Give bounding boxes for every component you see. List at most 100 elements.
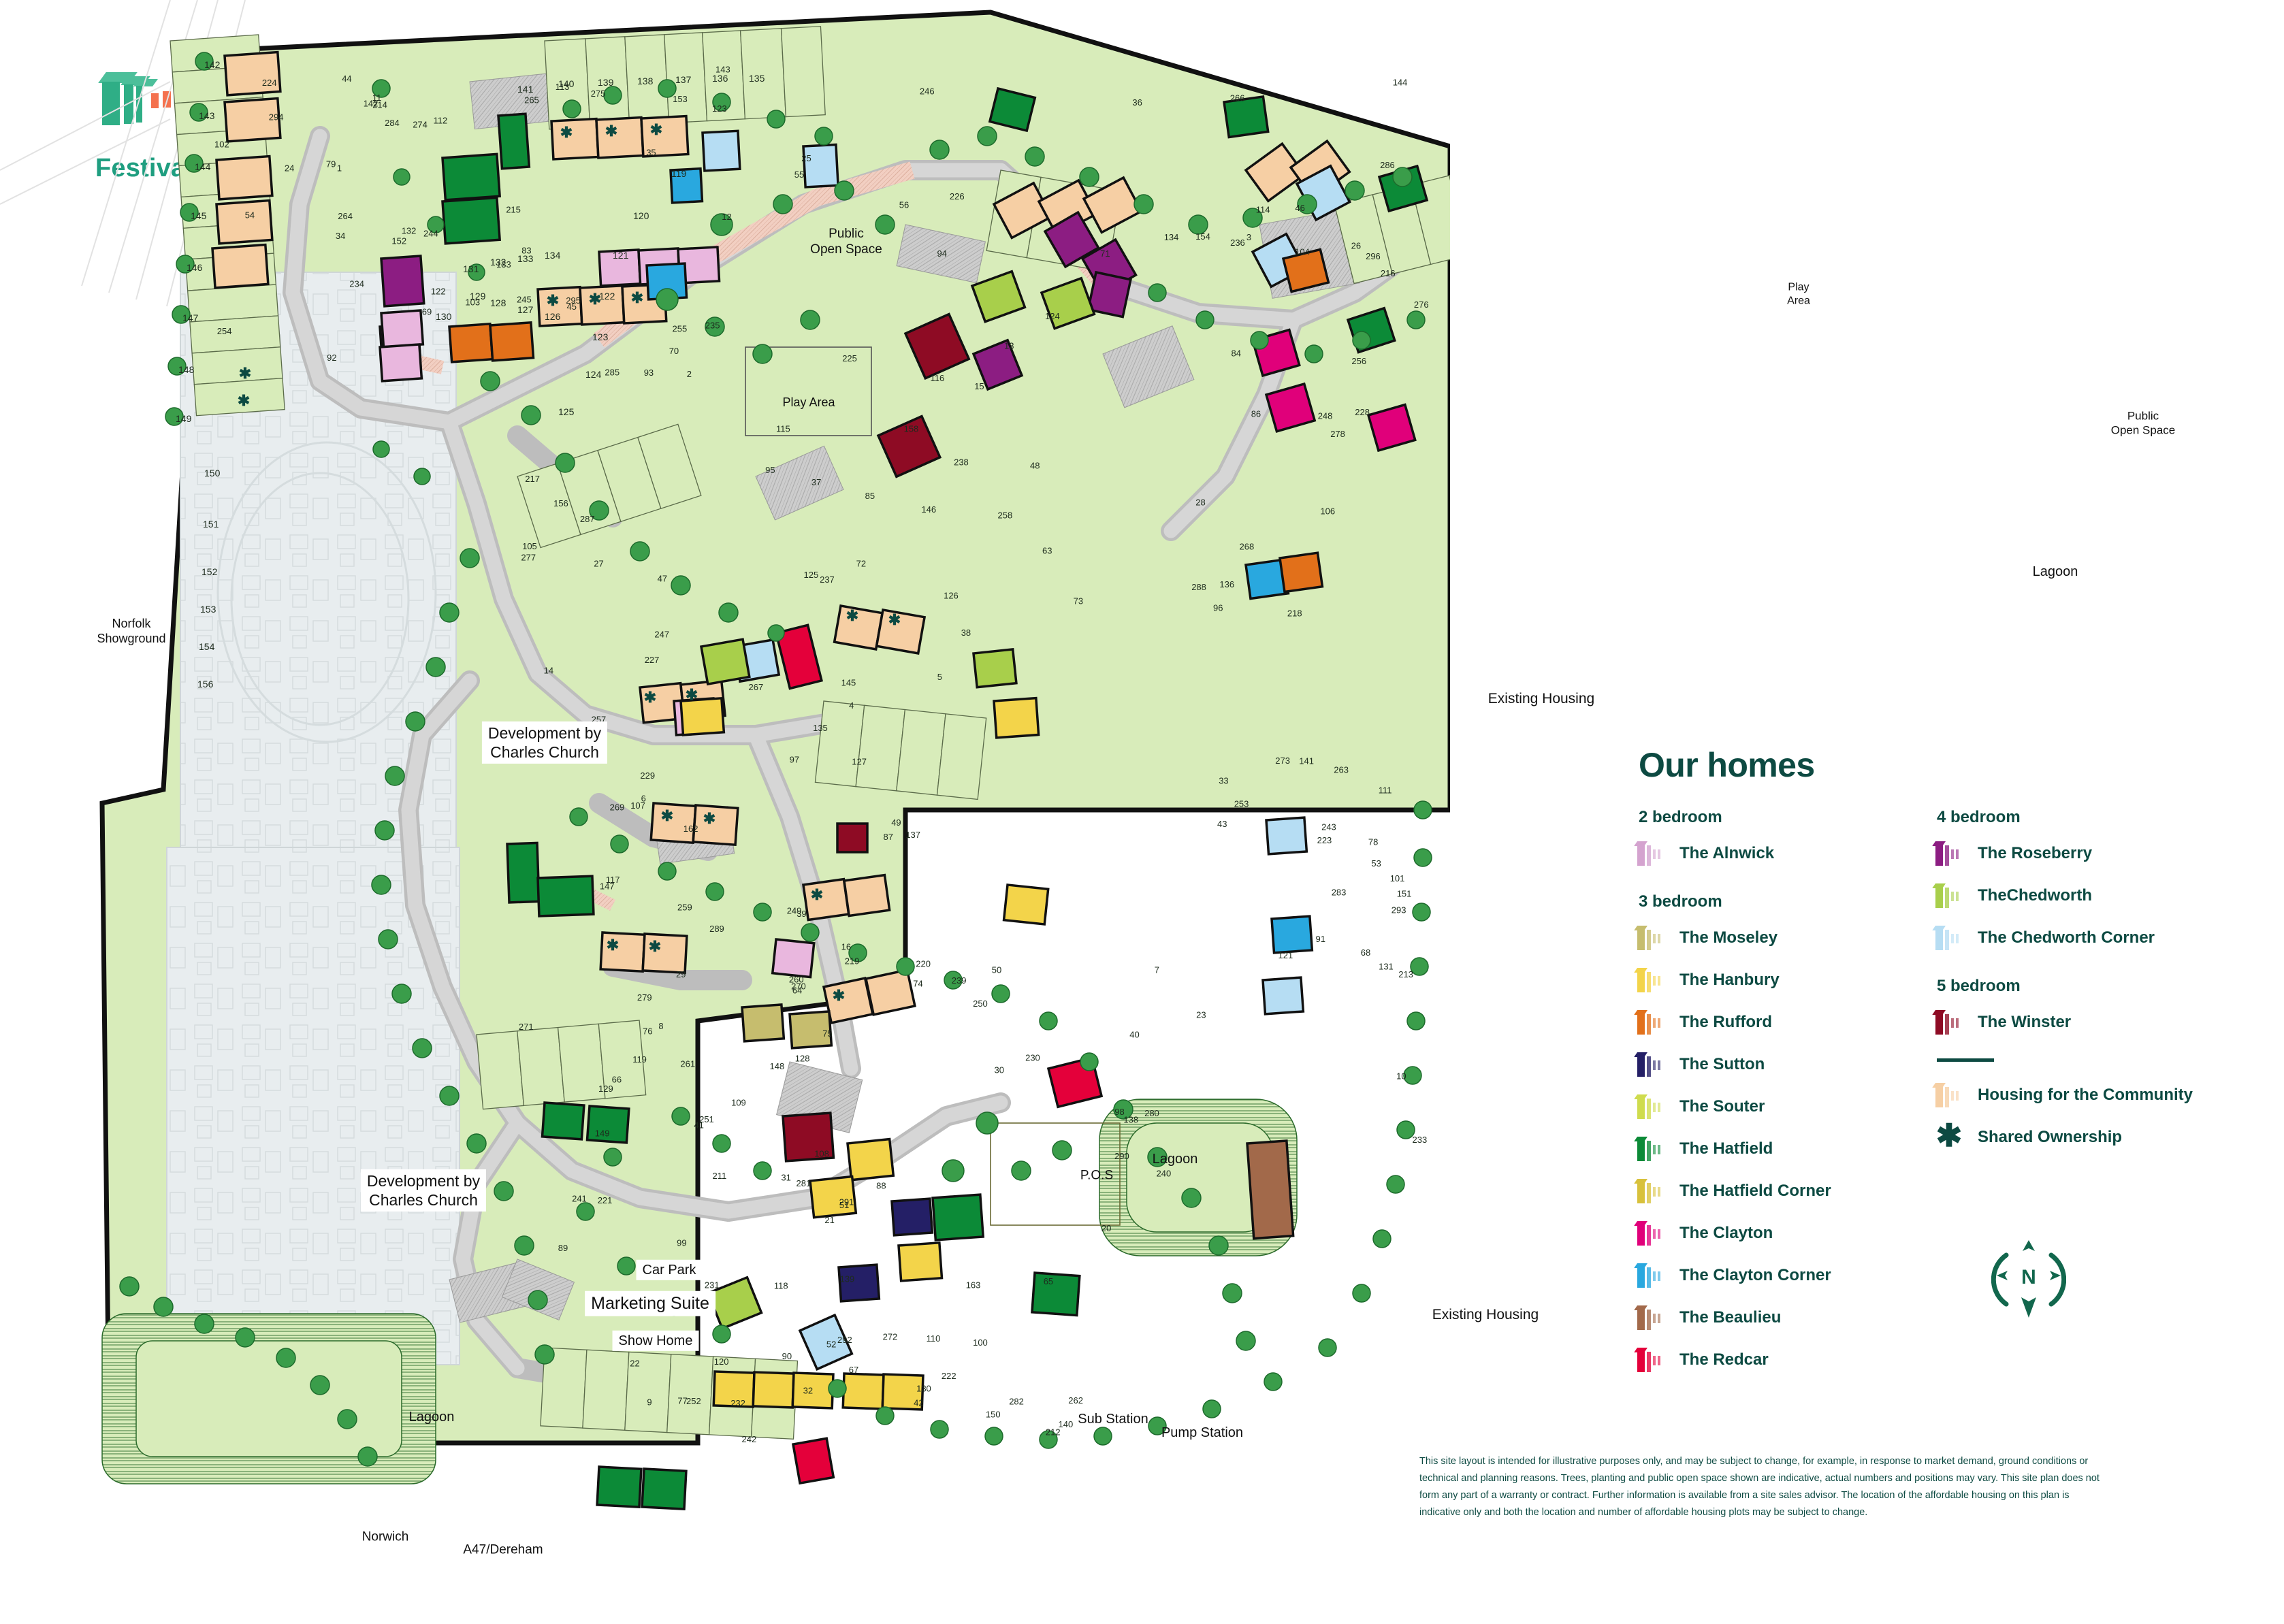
plot-number: 2 xyxy=(687,369,692,379)
plot-number: 103 xyxy=(465,297,480,307)
compass-label: N xyxy=(2021,1266,2036,1288)
legend-item-the-chedworth-corner[interactable]: The Chedworth Corner xyxy=(1932,917,2221,959)
svg-text:140: 140 xyxy=(558,78,575,89)
svg-text:133: 133 xyxy=(517,253,534,264)
legend-item-label: TheChedworth xyxy=(1978,886,2092,905)
plot-number: 32 xyxy=(803,1386,813,1396)
plot-number: 253 xyxy=(1234,799,1249,809)
shared-ownership-marker: ✱ xyxy=(605,123,617,140)
svg-text:146: 146 xyxy=(187,262,203,273)
svg-text:149: 149 xyxy=(176,413,192,424)
legend-item-label: The Winster xyxy=(1978,1013,2072,1031)
legend-item-the-roseberry[interactable]: The Roseberry xyxy=(1932,832,2221,875)
svg-text:150: 150 xyxy=(204,468,221,478)
plot-number: 130 xyxy=(916,1384,931,1394)
map-label-lagoon-central: Lagoon xyxy=(1152,1151,1198,1167)
plot-number: 215 xyxy=(506,204,521,214)
plot-number: 290 xyxy=(1114,1151,1129,1161)
plot-number: 104 xyxy=(1295,246,1310,257)
legend-item-the-hanbury[interactable]: The Hanbury xyxy=(1634,959,1923,1001)
plot-number: 73 xyxy=(1074,596,1083,606)
plot-number: 27 xyxy=(594,559,603,569)
plot-number: 6 xyxy=(641,793,646,803)
svg-text:137: 137 xyxy=(675,74,692,85)
shared-ownership-marker: ✱ xyxy=(607,937,619,954)
plot-number: 149 xyxy=(595,1128,610,1138)
plot-number: 14 xyxy=(544,665,553,675)
plot-number: 238 xyxy=(954,457,969,468)
legend-item-the-hatfield[interactable]: The Hatfield xyxy=(1634,1128,1923,1170)
legend-item-the-moseley[interactable]: The Moseley xyxy=(1634,917,1923,959)
plot-number: 142 xyxy=(364,99,379,109)
plot-number: 229 xyxy=(640,770,655,781)
plot-number: 111 xyxy=(1379,785,1392,796)
plot-number: 218 xyxy=(1287,608,1302,618)
legend-item-the-rufford[interactable]: The Rufford xyxy=(1634,1001,1923,1043)
plot-number: 224 xyxy=(262,78,277,88)
plot-number: 220 xyxy=(916,958,931,969)
plot-number: 53 xyxy=(1371,858,1381,868)
legend-item-the-sutton[interactable]: The Sutton xyxy=(1634,1043,1923,1086)
legend-item-label: The Hatfield xyxy=(1679,1139,1773,1158)
legend-divider xyxy=(1937,1058,1994,1062)
plot-number: 263 xyxy=(1334,765,1349,775)
map-label-road-norwich: Norwich xyxy=(361,1529,409,1544)
legend-item-the-beaulieu[interactable]: The Beaulieu xyxy=(1634,1297,1923,1339)
house-glyph-icon xyxy=(1932,1083,1963,1107)
plot-number: 74 xyxy=(913,979,922,989)
legend-item-housing-for-the-community[interactable]: Housing for the Community xyxy=(1932,1074,2221,1116)
plot-number: 107 xyxy=(630,800,645,811)
plot-number: 279 xyxy=(637,992,652,1003)
house-glyph-icon xyxy=(1634,841,1664,866)
plot-number: 134 xyxy=(1164,232,1179,242)
svg-text:132: 132 xyxy=(490,257,506,267)
plot-number: 282 xyxy=(1009,1397,1024,1407)
plot-number: 89 xyxy=(558,1243,568,1253)
svg-text:143: 143 xyxy=(199,110,215,121)
shared-ownership-marker: ✱ xyxy=(238,392,250,409)
plot-number: 112 xyxy=(434,116,448,126)
legend-item-shared-ownership[interactable]: ✱Shared Ownership xyxy=(1935,1116,2221,1158)
legend-item-the-souter[interactable]: The Souter xyxy=(1634,1086,1923,1128)
plot-number: 217 xyxy=(525,474,540,484)
plot-number: 72 xyxy=(856,559,866,569)
plot-number: 40 xyxy=(1129,1029,1139,1039)
plot-number: 271 xyxy=(519,1022,534,1032)
plot-number: 293 xyxy=(1392,905,1406,915)
legend-item-the-hatfield-corner[interactable]: The Hatfield Corner xyxy=(1634,1170,1923,1212)
house-glyph-icon xyxy=(1932,883,1963,908)
svg-text:151: 151 xyxy=(203,519,219,530)
plot-number: 234 xyxy=(349,279,364,289)
plot-number: 280 xyxy=(1144,1108,1159,1118)
svg-text:147: 147 xyxy=(182,312,199,323)
legend-item-label: The Moseley xyxy=(1679,928,1778,947)
legend-item-the-clayton-corner[interactable]: The Clayton Corner xyxy=(1634,1254,1923,1297)
plot-number: 37 xyxy=(811,477,821,487)
svg-text:121: 121 xyxy=(613,250,629,261)
svg-text:128: 128 xyxy=(490,297,506,308)
plot-number: 95 xyxy=(765,465,775,475)
plot-number: 43 xyxy=(1217,819,1227,829)
plot-number: 214 xyxy=(372,100,387,110)
svg-text:126: 126 xyxy=(545,311,561,322)
plot-number: 270 xyxy=(791,981,806,991)
legend-item-label: Housing for the Community xyxy=(1978,1086,2193,1104)
plot-number: 67 xyxy=(849,1365,858,1375)
legend-item-label: The Clayton xyxy=(1679,1224,1773,1242)
legend-item-the-redcar[interactable]: The Redcar xyxy=(1634,1339,1923,1381)
plot-number: 92 xyxy=(327,353,336,363)
legend-item-the-clayton[interactable]: The Clayton xyxy=(1634,1212,1923,1254)
plot-number: 230 xyxy=(1025,1052,1040,1062)
plot-number: 13 xyxy=(1004,341,1014,351)
legend-item-the-alnwick[interactable]: The Alnwick xyxy=(1634,832,1923,875)
plot-number: 240 xyxy=(1157,1169,1172,1179)
legend-item-thechedworth[interactable]: TheChedworth xyxy=(1932,875,2221,917)
svg-text:136: 136 xyxy=(712,73,728,84)
legend-item-the-winster[interactable]: The Winster xyxy=(1932,1001,2221,1043)
plot-number: 108 xyxy=(814,1148,829,1158)
house-glyph-icon xyxy=(1634,1052,1664,1077)
plot-number: 113 xyxy=(556,82,570,92)
legend-title: Our homes xyxy=(1639,746,1815,784)
